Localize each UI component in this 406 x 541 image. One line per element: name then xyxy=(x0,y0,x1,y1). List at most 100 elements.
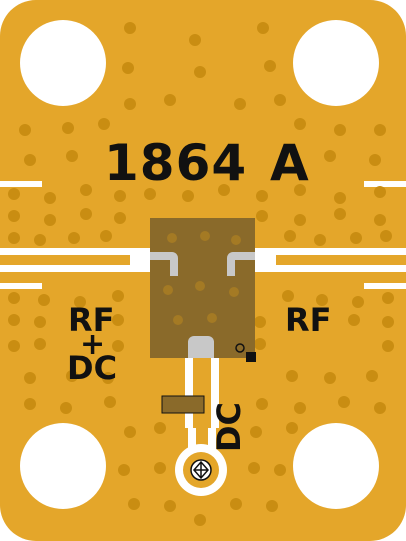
edge-notch-left-top xyxy=(0,181,42,187)
package-via xyxy=(229,287,239,297)
ground-symbol-icon xyxy=(193,460,209,480)
via xyxy=(382,340,394,352)
dc-trace xyxy=(193,358,211,428)
via xyxy=(294,214,306,226)
mounting-hole-bottom-left xyxy=(20,423,106,509)
mounting-hole-top-right xyxy=(293,20,379,106)
via xyxy=(66,150,78,162)
via xyxy=(257,22,269,34)
via xyxy=(250,426,262,438)
part-revision: A xyxy=(270,134,309,192)
via xyxy=(256,210,268,222)
via xyxy=(380,230,392,242)
edge-notch-left-bottom xyxy=(0,283,42,289)
mounting-hole-bottom-right xyxy=(293,423,379,509)
rf-label-right: RF xyxy=(285,301,332,339)
via xyxy=(352,296,364,308)
via xyxy=(8,314,20,326)
via xyxy=(194,514,206,526)
via xyxy=(256,190,268,202)
via xyxy=(334,208,346,220)
package-via xyxy=(231,235,241,245)
via xyxy=(8,188,20,200)
rf-pad-left xyxy=(150,252,178,276)
via xyxy=(98,118,110,130)
via xyxy=(324,150,336,162)
via xyxy=(234,98,246,110)
via xyxy=(218,184,230,196)
via xyxy=(374,402,386,414)
via xyxy=(274,94,286,106)
via xyxy=(164,500,176,512)
via xyxy=(100,230,112,242)
via xyxy=(338,396,350,408)
via xyxy=(256,398,268,410)
via xyxy=(114,212,126,224)
via xyxy=(122,62,134,74)
part-number: 1864 xyxy=(104,134,248,192)
via xyxy=(286,422,298,434)
rf-trace-right xyxy=(276,255,406,265)
via xyxy=(24,154,36,166)
package-via xyxy=(173,315,183,325)
via xyxy=(34,338,46,350)
via xyxy=(8,210,20,222)
via xyxy=(128,498,140,510)
via xyxy=(124,22,136,34)
via xyxy=(348,314,360,326)
via xyxy=(80,184,92,196)
via xyxy=(374,124,386,136)
via xyxy=(24,398,36,410)
via xyxy=(182,190,194,202)
edge-notch-right-bottom xyxy=(364,283,406,289)
via xyxy=(374,186,386,198)
via xyxy=(104,396,116,408)
via xyxy=(294,402,306,414)
rf-pad-right xyxy=(227,252,255,276)
via xyxy=(369,154,381,166)
via xyxy=(80,208,92,220)
pin1-square xyxy=(246,352,256,362)
package-via xyxy=(163,285,173,295)
via xyxy=(38,294,50,306)
via xyxy=(264,60,276,72)
package-via xyxy=(195,281,205,291)
capacitor xyxy=(161,395,205,414)
via xyxy=(102,372,114,384)
via xyxy=(8,292,20,304)
via xyxy=(44,192,56,204)
via xyxy=(284,230,296,242)
via xyxy=(19,124,31,136)
rf-trace-left xyxy=(0,255,130,265)
via xyxy=(266,500,278,512)
via xyxy=(254,316,266,328)
via xyxy=(154,462,166,474)
via xyxy=(8,232,20,244)
via xyxy=(316,294,328,306)
rf-dc-label-plus: + xyxy=(80,327,106,362)
via-field xyxy=(8,22,394,526)
via xyxy=(382,292,394,304)
via xyxy=(62,122,74,134)
via xyxy=(189,34,201,46)
via xyxy=(334,124,346,136)
via xyxy=(194,66,206,78)
via xyxy=(118,464,130,476)
via xyxy=(230,498,242,510)
via xyxy=(282,290,294,302)
via xyxy=(114,190,126,202)
via xyxy=(254,338,266,350)
via xyxy=(294,184,306,196)
via xyxy=(112,314,124,326)
package-via xyxy=(167,233,177,243)
via xyxy=(274,464,286,476)
dc-pad xyxy=(188,336,214,358)
via xyxy=(144,188,156,200)
via xyxy=(112,290,124,302)
via xyxy=(112,340,124,352)
via xyxy=(34,234,46,246)
via xyxy=(34,316,46,328)
via xyxy=(350,232,362,244)
via xyxy=(382,316,394,328)
